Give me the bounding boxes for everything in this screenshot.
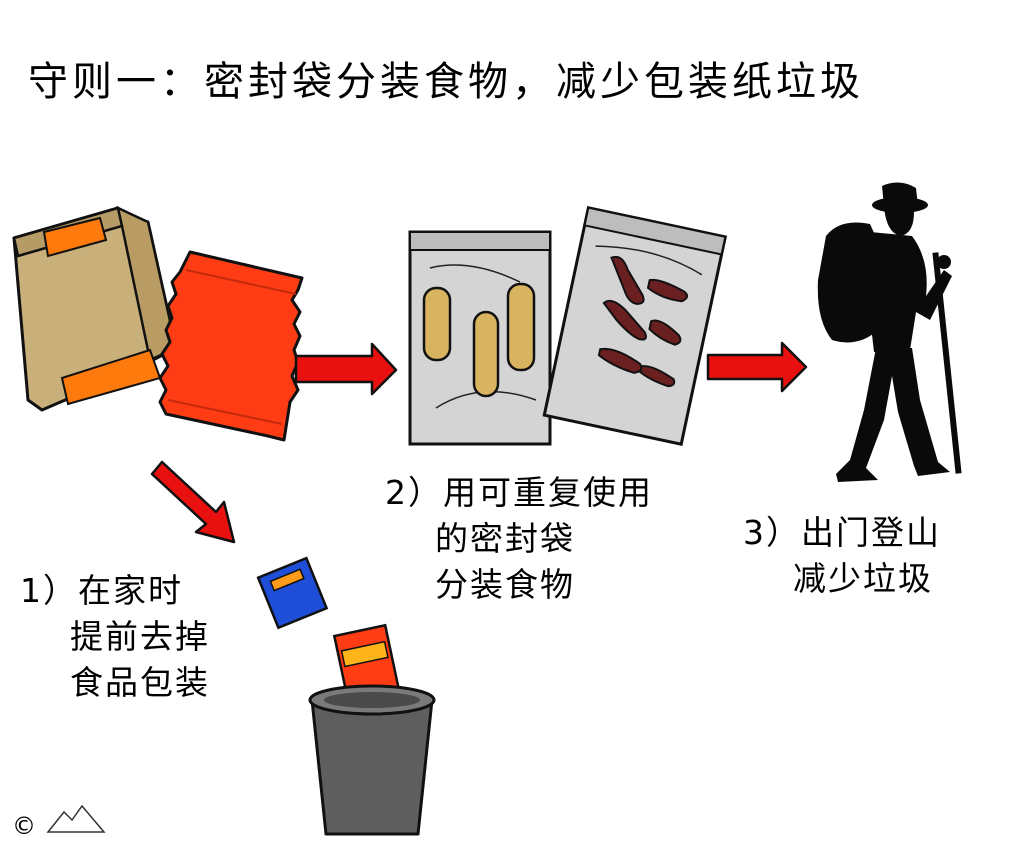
snack-bag-icon (160, 252, 302, 440)
trash-bin-icon (310, 686, 434, 834)
mountain-logo-icon (48, 806, 104, 832)
step-3-caption: 3）出门登山 减少垃圾 (743, 510, 941, 602)
arrow-to-ziplock (296, 344, 396, 394)
copyright-symbol: © (12, 812, 36, 840)
step-1-caption: 1）在家时 提前去掉 食品包装 (20, 568, 210, 706)
ziplock-bar-icon (410, 232, 550, 444)
ziplock-jerky-icon (544, 208, 725, 444)
wrapper-blue-icon (258, 558, 326, 628)
hiker-icon (818, 182, 962, 482)
step-2-caption: 2）用可重复使用 的密封袋 分装食物 (385, 470, 653, 608)
arrow-to-hiker (708, 343, 806, 391)
arrow-to-trash (152, 462, 234, 542)
kraft-box-icon (14, 208, 176, 410)
